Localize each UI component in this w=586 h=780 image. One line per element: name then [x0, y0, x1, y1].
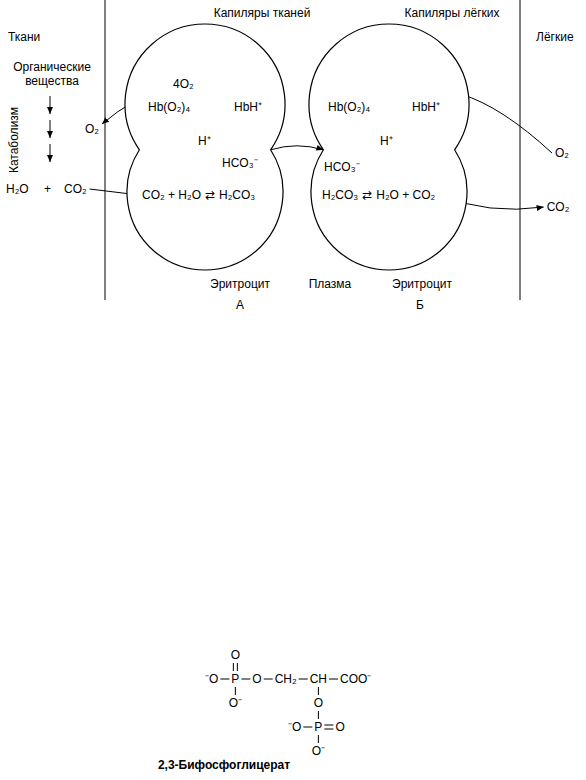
chemical-bond: [237, 663, 238, 671]
region-label: Ткани: [8, 30, 40, 44]
erythrocyte-cell: CO₂ + H₂O ⇄ H₂CO₃ 4O₂ Hb(O₂)₄ HbH⁺ H⁺ HCO₃⁻: [116, 22, 294, 272]
region-label: Капиляры тканей: [214, 6, 311, 20]
formula-atom: ⁻O: [288, 720, 301, 734]
region-label: Плазма: [309, 277, 352, 291]
region-label: Органические вещества: [4, 60, 100, 88]
region-label: +: [44, 182, 51, 196]
region-label: Капиляры лёгких: [404, 6, 499, 20]
reaction-row: CO₂ + H₂O ⇄ H₂CO₃: [142, 188, 255, 202]
formula-text: HCO₃⁻: [222, 156, 258, 170]
formula-text: H⁺: [380, 134, 393, 148]
formula-text: HbH⁺: [234, 100, 262, 114]
region-label: Эритроцит: [392, 277, 452, 291]
chemical-bond: [329, 679, 338, 680]
chemical-bond: [318, 711, 319, 719]
formula-atom: CH₂: [275, 672, 297, 686]
chemical-bond: [324, 725, 333, 726]
formula-text: H₂CO₃: [322, 188, 358, 202]
structure-caption: 2,3-Бифосфоглицерат: [158, 758, 290, 772]
formula-atom: COO⁻: [340, 672, 371, 686]
chemical-bond: [264, 679, 273, 680]
formula-text: HCO₃⁻: [324, 160, 360, 174]
formula-atom: O: [335, 720, 344, 734]
chemical-bond: [318, 735, 319, 743]
chemical-bond: [299, 679, 308, 680]
formula-atom: O: [252, 672, 261, 686]
formula-atom: O: [314, 696, 323, 710]
region-label: Эритроцит: [210, 277, 270, 291]
formula-text: H₂O + CO₂: [376, 188, 435, 202]
formula-text: Hb(O₂)₄: [148, 100, 190, 114]
formula-text: H⁺: [198, 134, 211, 148]
chemical-bond: [233, 663, 234, 671]
formula-text: CO₂ + H₂O: [142, 188, 201, 202]
formula-atom: O⁻: [229, 696, 242, 710]
formula-text: ⇄: [205, 188, 215, 202]
chemical-bond: [324, 729, 333, 730]
chemical-bond: [241, 679, 250, 680]
region-label: H₂O: [6, 182, 29, 196]
region-label: CO₂: [547, 200, 570, 214]
formula-text: Hb(O₂)₄: [328, 100, 370, 114]
formula-text: HbH⁺: [412, 100, 440, 114]
tissue-border: [105, 0, 106, 300]
transport-arrow: [271, 146, 324, 150]
region-label: O₂: [555, 146, 569, 160]
region-label: Катаболизм: [7, 107, 21, 173]
formula-atom: O⁻: [312, 744, 325, 758]
formula-atom: P: [314, 720, 322, 734]
formula-atom: P: [231, 672, 239, 686]
catabolism-arrows: [50, 96, 51, 162]
reaction-row: H₂CO₃ ⇄ H₂O + CO₂: [322, 188, 435, 202]
lung-border: [520, 0, 521, 300]
formula-atom: ⁻O: [205, 672, 218, 686]
formula-text: 4O₂: [173, 77, 194, 91]
formula-text: H₂CO₃: [219, 188, 255, 202]
chemical-bond: [303, 727, 312, 728]
region-label: Б: [416, 298, 424, 312]
erythrocyte-cell: H₂CO₃ ⇄ H₂O + CO₂ Hb(O₂)₄ HbH⁺ HCO₃⁻ H⁺: [300, 22, 478, 272]
chemical-bond: [235, 687, 236, 695]
chemical-bond: [318, 687, 319, 695]
chemical-bond: [220, 679, 229, 680]
formula-atom: CH: [310, 672, 327, 686]
region-label: Лёгкие: [536, 30, 574, 44]
region-label: А: [236, 298, 244, 312]
formula-text: ⇄: [362, 188, 372, 202]
region-label: O₂: [85, 122, 99, 136]
region-label: CO₂: [64, 182, 87, 196]
formula-atom: O: [231, 648, 240, 662]
